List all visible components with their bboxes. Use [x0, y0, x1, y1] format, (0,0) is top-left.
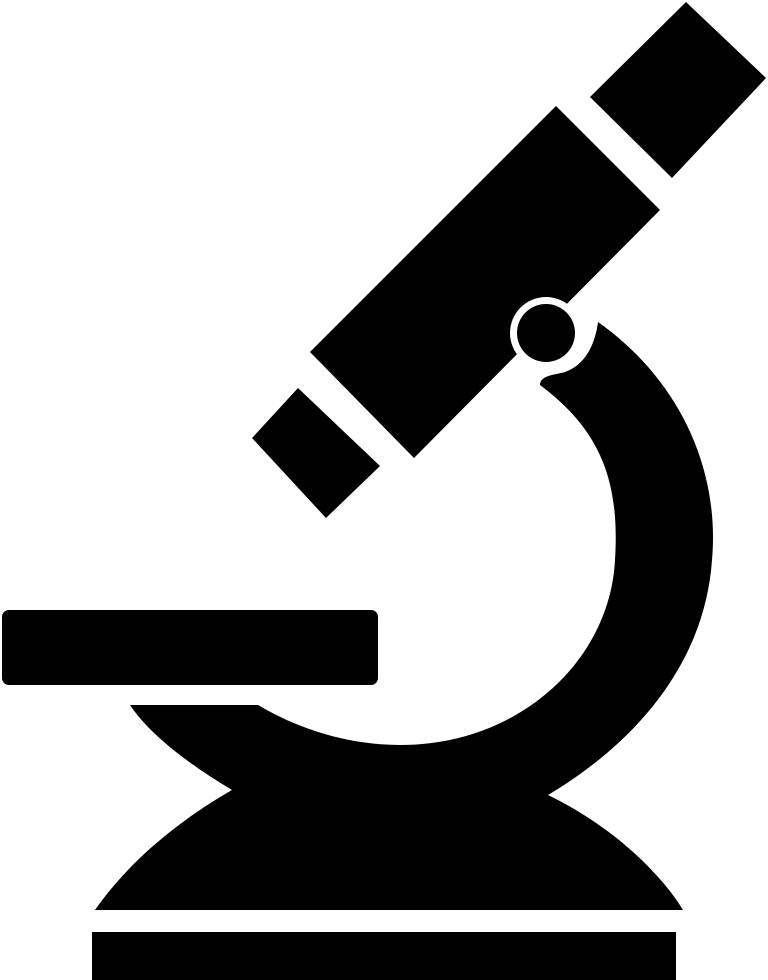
- stage: [2, 610, 378, 685]
- eyepiece: [590, 2, 766, 178]
- base-plate: [92, 932, 676, 980]
- focus-knob: [517, 304, 575, 362]
- arm-and-base: [95, 322, 714, 910]
- objective-lens: [252, 388, 380, 518]
- body-tube: [310, 106, 660, 458]
